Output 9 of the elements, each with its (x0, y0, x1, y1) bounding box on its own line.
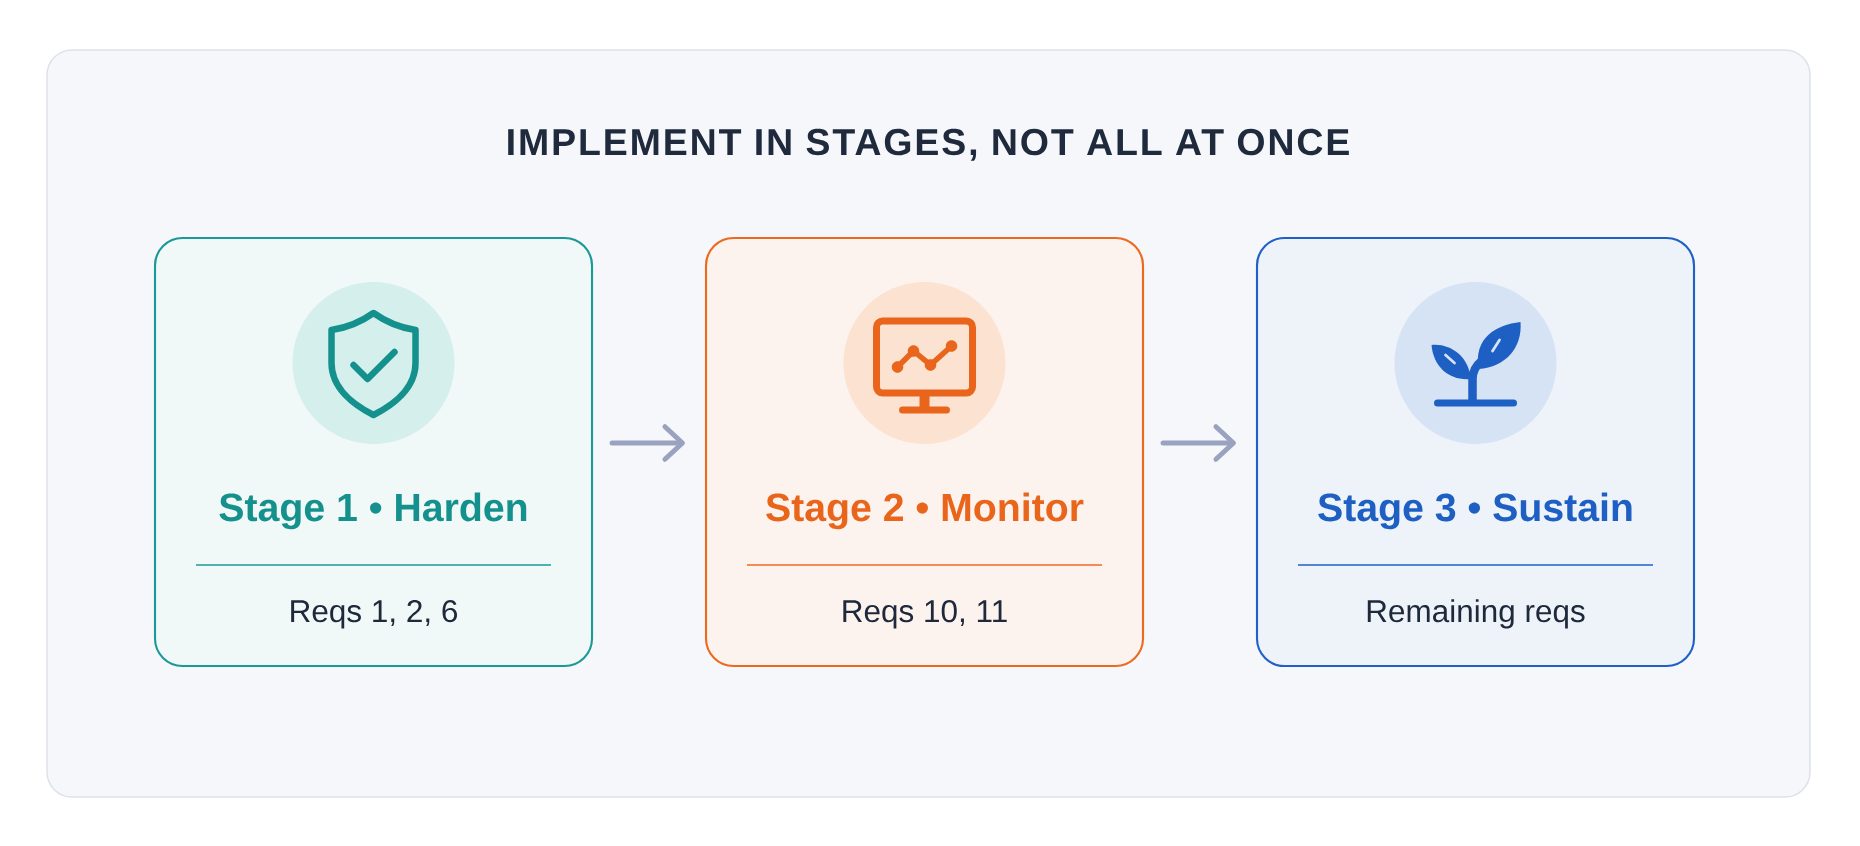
requirements-text: Remaining reqs (1367, 599, 1585, 629)
arrow (1160, 424, 1236, 462)
stage-heading: Stage 3 • Sustain (1318, 492, 1632, 530)
requirements-text: Reqs 10, 11 (843, 600, 1007, 629)
requirements-text: Reqs 1, 2, 6 (291, 600, 457, 629)
stage-heading: Stage 1 • Harden (219, 492, 527, 530)
title: IMPLEMENT IN STAGES, NOT ALL AT ONCE (508, 128, 1349, 161)
stage-heading: Stage 2 • Monitor (766, 492, 1084, 530)
arrow (609, 424, 685, 462)
